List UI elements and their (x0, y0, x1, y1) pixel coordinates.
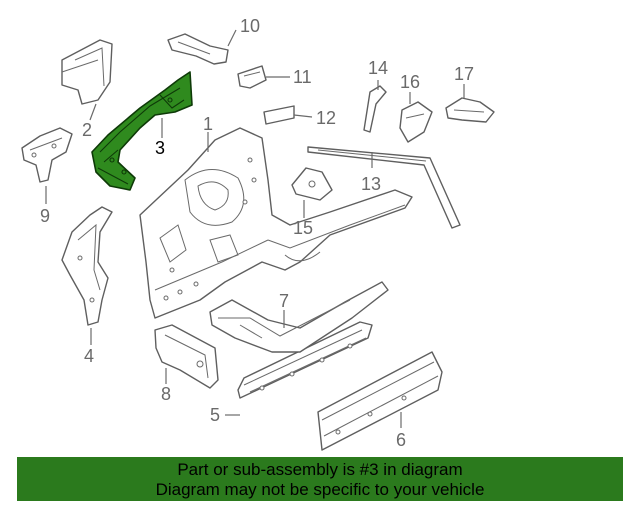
callout-5: 5 (210, 405, 220, 425)
part-5-lower-rail[interactable] (237, 321, 373, 399)
part-6-outer-rail[interactable] (317, 351, 443, 451)
part-2-bracket[interactable] (61, 39, 113, 105)
callout-17: 17 (454, 64, 474, 84)
part-16-mount[interactable] (399, 101, 433, 143)
part-3-upper-rail-highlighted[interactable] (91, 71, 193, 191)
parts-diagram: 1 2 3 4 5 6 7 8 9 10 11 12 13 14 15 16 1… (21, 16, 495, 451)
callout-14: 14 (368, 58, 388, 78)
banner-line-part-number: Part or sub-assembly is #3 in diagram (177, 460, 463, 479)
callout-9: 9 (40, 206, 50, 226)
info-banner: Part or sub-assembly is #3 in diagram Di… (17, 457, 623, 501)
callout-7: 7 (279, 291, 289, 311)
banner-line-disclaimer: Diagram may not be specific to your vehi… (155, 480, 485, 499)
callout-3: 3 (155, 138, 165, 158)
part-12-plate[interactable] (263, 105, 295, 125)
callout-16: 16 (400, 72, 420, 92)
part-11-clip[interactable] (237, 65, 267, 89)
part-14-bracket[interactable] (363, 85, 387, 133)
callout-2: 2 (82, 120, 92, 140)
callout-11: 11 (293, 67, 312, 87)
part-1-apron-assembly[interactable] (139, 127, 413, 319)
leader-lines (45, 29, 465, 428)
part-10-bracket[interactable] (167, 33, 229, 65)
part-15-mount[interactable] (291, 167, 333, 201)
callout-15: 15 (293, 218, 313, 238)
callout-13: 13 (361, 174, 381, 194)
callout-labels: 1 2 3 4 5 6 7 8 9 10 11 12 13 14 15 16 1… (40, 16, 474, 450)
part-17-mount[interactable] (445, 97, 495, 123)
callout-8: 8 (161, 384, 171, 404)
callout-6: 6 (396, 430, 406, 450)
part-9-bracket[interactable] (21, 127, 73, 183)
callout-10: 10 (240, 16, 260, 36)
callout-1: 1 (203, 114, 213, 134)
callout-4: 4 (84, 346, 94, 366)
part-7-inner-rail[interactable] (209, 281, 389, 353)
part-4-pillar[interactable] (61, 206, 113, 326)
part-8-bracket[interactable] (154, 324, 219, 389)
callout-12: 12 (316, 108, 336, 128)
